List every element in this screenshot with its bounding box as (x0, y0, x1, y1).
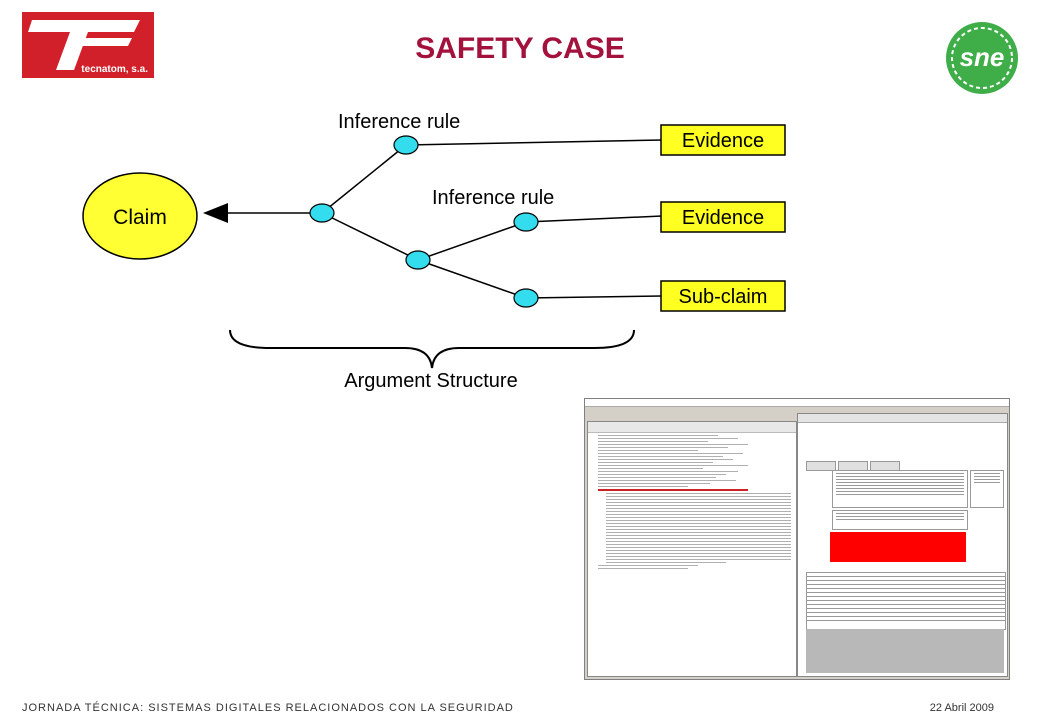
requirements-tree (587, 421, 797, 677)
panel-tabs (806, 458, 926, 471)
evidence-label: Evidence (682, 130, 764, 152)
sne-logo: sne (944, 20, 1020, 96)
logo-text: tecnatom, s.a. (81, 64, 148, 75)
diagram-lines (228, 139, 663, 299)
inference-rule-label: Inference rule (432, 187, 554, 209)
inference-rule-label: Inference rule (338, 111, 460, 133)
sub-claim-box (660, 280, 786, 312)
arrow-head (203, 203, 228, 223)
panel-text-block (832, 470, 968, 508)
panel-titlebar (798, 414, 1007, 423)
claim-label: Claim (113, 206, 167, 229)
claim-node (82, 172, 198, 260)
status-red-box (830, 532, 966, 562)
inference-node (513, 212, 539, 232)
panel-text-block (832, 510, 968, 530)
inference-node (393, 135, 419, 155)
evidence-documentation-table (806, 572, 1006, 630)
app-titlebar (585, 399, 1009, 407)
panel-side-block (970, 470, 1004, 508)
evidence-box (660, 201, 786, 233)
inference-node (513, 288, 539, 308)
footer-date: 22 Abril 2009 (929, 702, 994, 714)
evidence-label: Evidence (682, 207, 764, 229)
evidence-box (660, 124, 786, 156)
footer-event: JORNADA TÉCNICA: SISTEMAS DIGITALES RELA… (22, 702, 514, 714)
inference-node (405, 250, 431, 270)
argument-brace (229, 329, 635, 369)
inference-node (309, 203, 335, 223)
tool-screenshot (584, 398, 1010, 680)
tree-toolbar (588, 422, 796, 433)
tree-lines (588, 435, 796, 569)
sub-claim-label: Sub-claim (679, 286, 768, 308)
page-title: SAFETY CASE (415, 32, 625, 65)
tecnatom-logo: tecnatom, s.a. (22, 12, 154, 78)
empty-area (806, 629, 1004, 673)
sne-logo-text: sne (959, 42, 1005, 72)
brace-label: Argument Structure (344, 370, 517, 392)
solution-panel (797, 413, 1008, 677)
